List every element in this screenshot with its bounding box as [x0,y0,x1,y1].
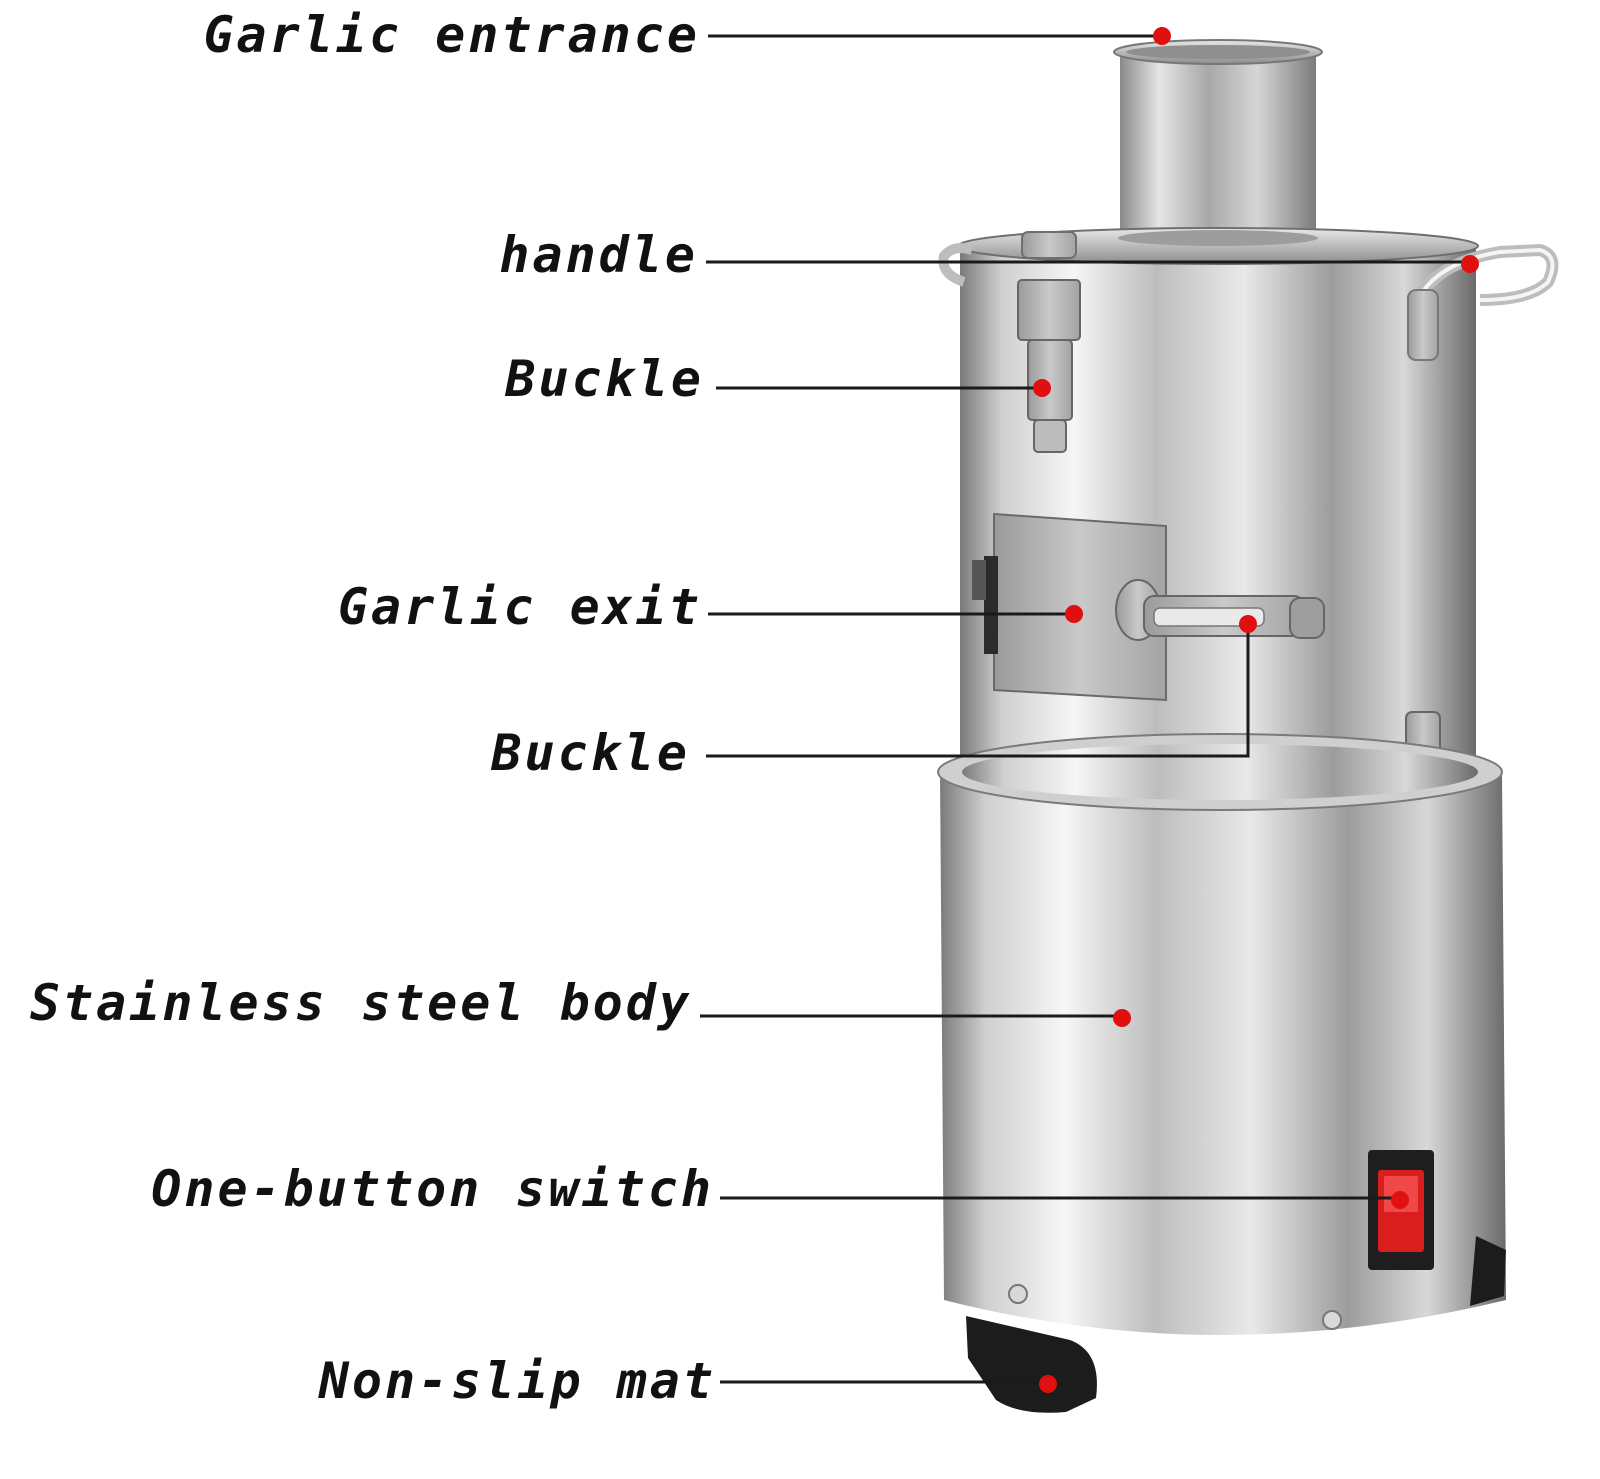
marker-buckle-upper [1033,379,1051,397]
lower-buckle [1115,579,1325,641]
markers [1033,27,1479,1393]
label-buckle-upper: Buckle [504,350,704,408]
labels: Garlic entrance handle Buckle Garlic exi… [30,6,716,1410]
label-garlic-entrance: Garlic entrance [203,6,700,64]
label-stainless-steel-body: Stainless steel body [30,974,692,1032]
marker-garlic-exit [1065,605,1083,623]
handle-left [938,243,974,287]
leader-lines [700,34,1470,1384]
exit-door [972,512,1167,702]
leader-buckle-lower [706,628,1250,758]
marker-one-button-switch [1391,1191,1409,1209]
feed-tube [1113,39,1323,234]
label-buckle-lower: Buckle [490,724,690,782]
marker-handle [1461,255,1479,273]
marker-non-slip-mat [1039,1375,1057,1393]
label-non-slip-mat: Non-slip mat [318,1352,716,1410]
handle-right [1407,243,1559,361]
marker-buckle-lower [1239,615,1257,633]
power-switch [1368,1150,1434,1270]
base-body [937,733,1506,1335]
non-slip-feet [966,1236,1506,1413]
marker-stainless-steel-body [1113,1009,1131,1027]
label-garlic-exit: Garlic exit [338,578,702,636]
label-handle: handle [499,226,698,284]
upper-buckle [1017,231,1081,453]
marker-garlic-entrance [1153,27,1171,45]
machine [937,39,1559,1413]
label-one-button-switch: One-button switch [151,1160,714,1218]
